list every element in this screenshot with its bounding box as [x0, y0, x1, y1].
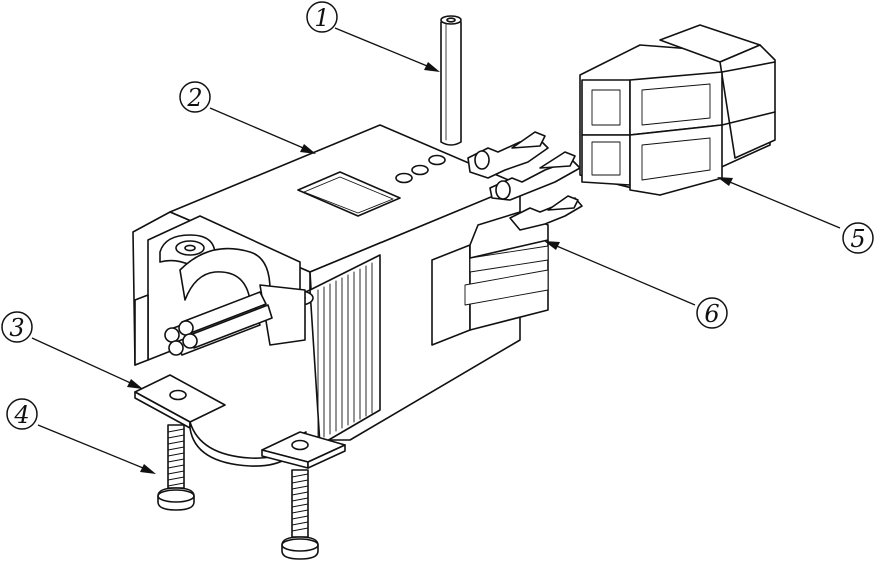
callout-1: 1	[306, 1, 338, 33]
callout-6: 6	[696, 297, 728, 329]
screws	[157, 424, 319, 560]
leader-lines	[31, 27, 841, 474]
screw-left	[157, 424, 195, 511]
connector-housing	[132, 124, 549, 446]
callout-3-label: 3	[9, 314, 24, 342]
callout-1-label: 1	[314, 4, 329, 32]
callout-5: 5	[842, 222, 874, 254]
callout-4: 4	[6, 398, 38, 430]
callout-4-label: 4	[13, 401, 29, 429]
collar-ribs	[317, 262, 373, 441]
callout-6-label: 6	[704, 300, 719, 328]
callout-5-label: 5	[850, 225, 865, 253]
pin-rod	[440, 15, 462, 146]
callout-2-label: 2	[186, 84, 202, 112]
callout-2: 2	[179, 81, 211, 113]
cable-clamp	[134, 374, 346, 469]
crimp-terminals	[467, 131, 583, 231]
mating-connector	[579, 24, 776, 196]
callout-3: 3	[1, 311, 33, 343]
cable-bundle	[164, 291, 273, 356]
screw-right	[281, 469, 319, 560]
